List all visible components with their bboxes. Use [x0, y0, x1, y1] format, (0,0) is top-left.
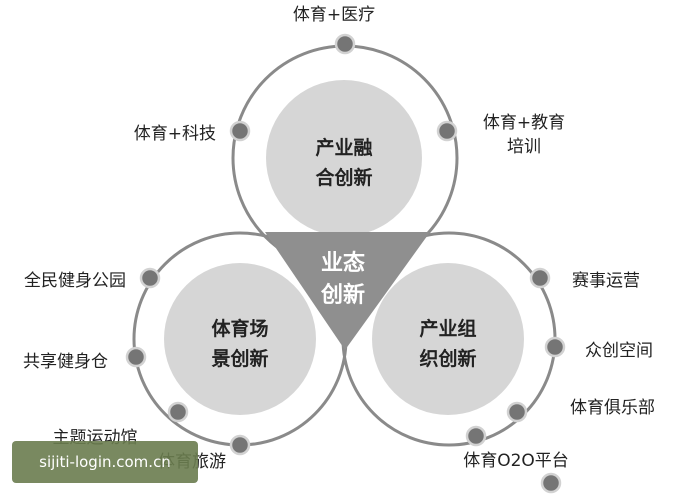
industry-fusion-circle [266, 80, 422, 236]
dot-bottom-right [540, 472, 562, 494]
label-sports-tech: 体育+科技 [134, 124, 216, 144]
industry-org-circle [372, 263, 524, 415]
dot-top [334, 33, 356, 55]
label-sports-edu-line2: 培训 [507, 137, 541, 157]
dot-event [529, 267, 551, 289]
watermark: sijiti-login.com.cn [12, 441, 198, 483]
scene-text-line1: 体育场 [211, 317, 268, 340]
fusion-text-line1: 产业融 [315, 136, 372, 159]
label-sports-medical: 体育+医疗 [293, 5, 375, 25]
center-text-line1: 业态 [321, 250, 365, 276]
label-sports-club: 体育俱乐部 [570, 398, 655, 418]
dot-space [544, 336, 566, 358]
center-text-line2: 创新 [320, 282, 365, 308]
dot-club [506, 401, 528, 423]
center-triangle [265, 232, 430, 350]
label-sports-o2o: 体育O2O平台 [463, 451, 569, 471]
dot-theme [167, 401, 189, 423]
dot-edu [436, 120, 458, 142]
dot-tech [229, 120, 251, 142]
fusion-text-line2: 合创新 [315, 166, 372, 189]
label-fitness-park: 全民健身公园 [24, 271, 126, 291]
label-shared-fitness-pod: 共享健身仓 [23, 352, 108, 372]
dot-travel [229, 434, 251, 456]
sports-scene-circle [164, 263, 316, 415]
dot-o2o [465, 425, 487, 447]
label-event-ops: 赛事运营 [572, 270, 640, 291]
org-text-line2: 织创新 [419, 347, 476, 370]
connector-dots [125, 33, 566, 494]
label-maker-space: 众创空间 [585, 341, 653, 361]
scene-text-line2: 景创新 [211, 347, 268, 370]
dot-park [139, 267, 161, 289]
dot-share [125, 346, 147, 368]
label-sports-edu-line1: 体育+教育 [483, 113, 565, 133]
org-text-line1: 产业组 [419, 317, 476, 340]
